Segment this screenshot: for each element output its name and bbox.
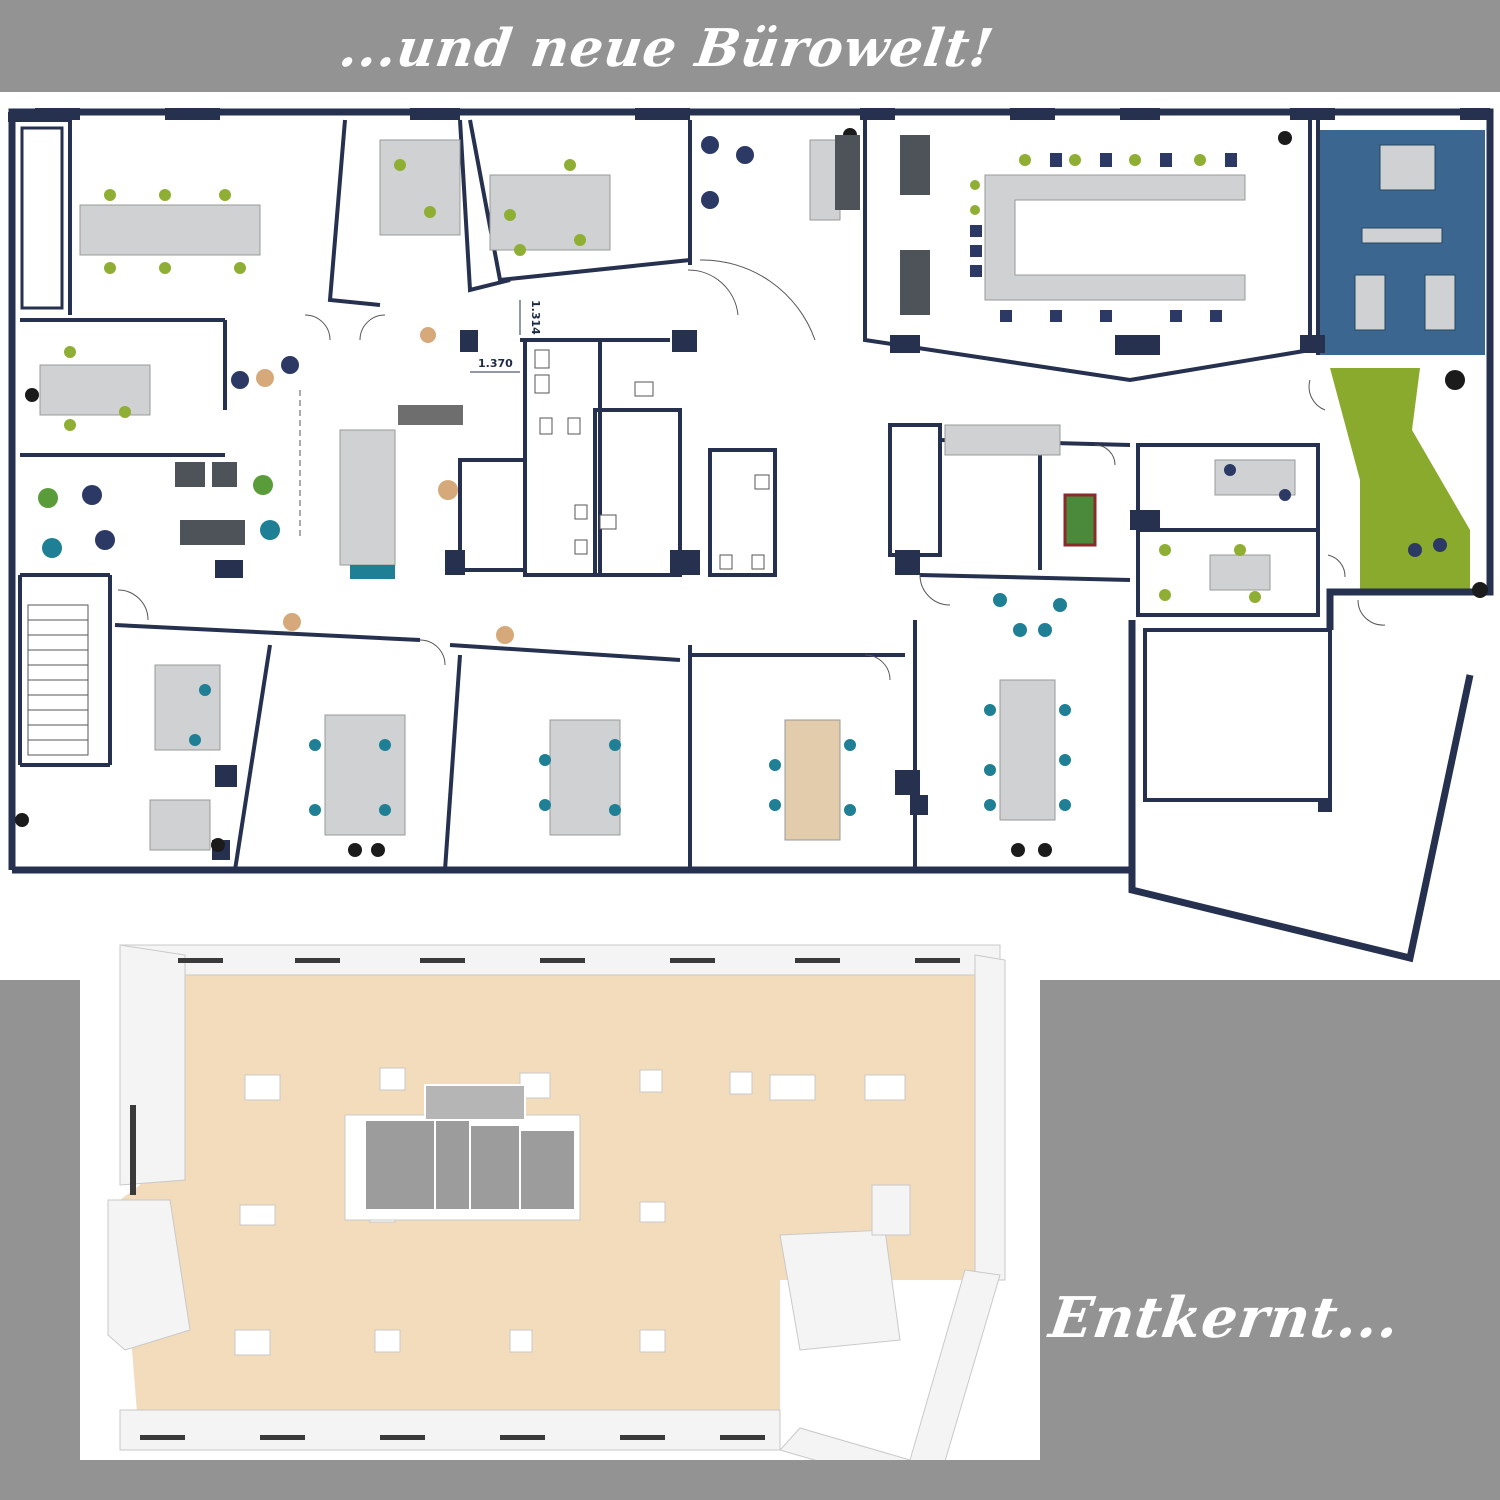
- render-windows: [130, 958, 960, 1440]
- render-core-rooms: [364, 1084, 576, 1211]
- top-gray-band: [0, 0, 1500, 92]
- outer-walls: [8, 108, 1494, 963]
- conference-table: [984, 174, 1246, 301]
- office-floor-plan: 1.370 1.314: [8, 108, 1494, 963]
- chairs-olive: [64, 154, 1261, 603]
- gutted-floor-render: [107, 944, 1006, 1460]
- lounge-furniture: [175, 135, 930, 579]
- shaft: [20, 126, 64, 310]
- dimension-1314: 1.314: [529, 300, 542, 335]
- green-zone: [1330, 368, 1470, 590]
- round-tables: [256, 327, 514, 644]
- chairs-green-lounge: [38, 475, 273, 508]
- chairs-navy: [82, 136, 1447, 557]
- gutted-render-panel: [80, 940, 1040, 1460]
- chairs-teal: [42, 520, 1071, 816]
- staircase: [27, 604, 89, 756]
- sanitary-fixtures: [534, 349, 770, 570]
- dimension-1370: 1.370: [478, 357, 513, 370]
- foosball-table: [1063, 493, 1097, 547]
- door-swings: [117, 259, 1386, 681]
- wood-desks: [784, 719, 841, 841]
- conference-chairs: [970, 153, 1237, 322]
- wall-columns: [8, 108, 1490, 860]
- blue-zone-desks: [1354, 144, 1456, 331]
- desks: [39, 139, 1296, 851]
- headline-new-office: ...und neue Bürowelt!: [335, 18, 998, 79]
- headline-gutted: Entkernt...: [1045, 1285, 1404, 1351]
